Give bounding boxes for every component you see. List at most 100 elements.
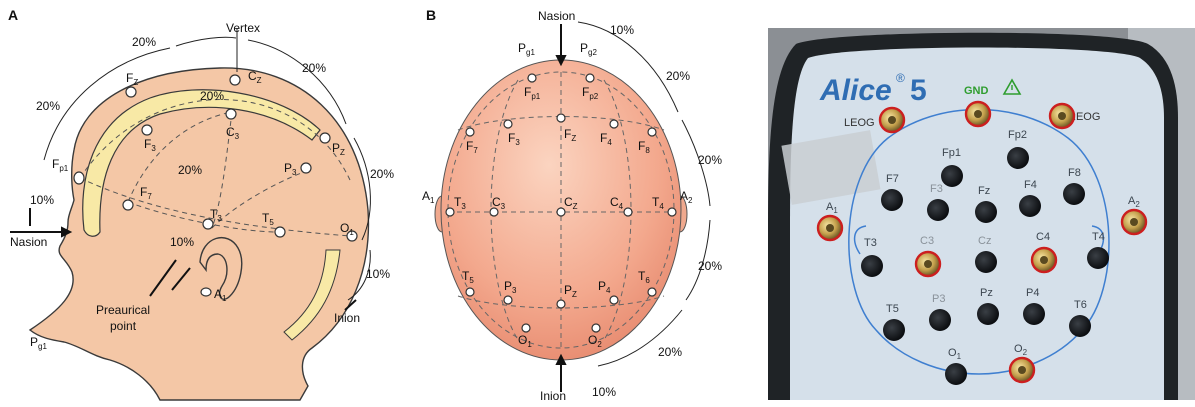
jack-a2[interactable] bbox=[1122, 210, 1146, 234]
label-t4: T4 bbox=[1092, 231, 1105, 243]
electrode-t4 bbox=[668, 208, 676, 216]
leog-label: LEOG bbox=[844, 117, 875, 129]
electrode-f7 bbox=[466, 128, 474, 136]
electrode-fz bbox=[557, 114, 565, 122]
panel-c-headbox-photo: Alice ® 5 GND LEOG REOG bbox=[768, 28, 1195, 400]
electrode-c3 bbox=[226, 109, 236, 119]
electrode-p3 bbox=[301, 163, 311, 173]
label-c4: C4 bbox=[1036, 231, 1050, 243]
panel-letter: A bbox=[8, 7, 18, 23]
jack-gnd[interactable] bbox=[966, 102, 990, 126]
pct-20-center: 20% bbox=[200, 89, 224, 103]
pct-20-lower: 20% bbox=[658, 345, 682, 359]
jack-a1[interactable] bbox=[818, 216, 842, 240]
electrode-fz bbox=[126, 87, 136, 97]
nasion-label: Nasion bbox=[10, 235, 47, 249]
vertex-label: Vertex bbox=[226, 21, 260, 35]
jack-f4[interactable] bbox=[1019, 195, 1041, 217]
label-p3: P3 bbox=[932, 293, 945, 305]
pct-10-inion: 10% bbox=[366, 267, 390, 281]
brand-logo: Alice ® 5 bbox=[819, 71, 927, 107]
jack-f7[interactable] bbox=[881, 189, 903, 211]
pct-10-ear: 10% bbox=[170, 235, 194, 249]
jack-t4[interactable] bbox=[1087, 247, 1109, 269]
label-p4: P4 bbox=[1026, 287, 1039, 299]
jack-f3[interactable] bbox=[927, 199, 949, 221]
electrode-fp2 bbox=[586, 74, 594, 82]
label-fp2: Fp2 bbox=[1008, 129, 1027, 141]
label-f7: F7 bbox=[886, 173, 899, 185]
alice5-headbox: Alice ® 5 GND LEOG REOG bbox=[768, 28, 1195, 400]
jack-pz[interactable] bbox=[977, 303, 999, 325]
preauricular-label-2: point bbox=[110, 319, 137, 333]
jack-t5[interactable] bbox=[883, 319, 905, 341]
label-t5: T5 bbox=[886, 303, 899, 315]
pct-20-mid-lower: 20% bbox=[698, 259, 722, 273]
pct-10-top: 10% bbox=[610, 23, 634, 37]
pct-10-nasion: 10% bbox=[30, 193, 54, 207]
electrode-f3 bbox=[504, 120, 512, 128]
pct-20-mid: 20% bbox=[178, 163, 202, 177]
electrode-cz bbox=[557, 208, 565, 216]
jack-f8[interactable] bbox=[1063, 183, 1085, 205]
pct-20-upper: 20% bbox=[666, 69, 690, 83]
jack-c4[interactable] bbox=[1032, 248, 1056, 272]
label-fp1: Fp1 bbox=[52, 157, 69, 173]
nasion-label: Nasion bbox=[538, 9, 575, 23]
jack-fp2[interactable] bbox=[1007, 147, 1029, 169]
electrode-f8 bbox=[648, 128, 656, 136]
inion-label: Inion bbox=[540, 389, 566, 403]
panel-b-top-view: B Nasion Inion 10% 20% 20% 20% 20% 10% P… bbox=[418, 0, 758, 407]
panel-a-lateral-view: A Vertex Nasion Inion Preaurical point 2… bbox=[0, 0, 395, 407]
label-fz: Fz bbox=[978, 185, 990, 197]
electrode-f3 bbox=[142, 125, 152, 135]
electrode-fp1 bbox=[74, 172, 84, 184]
jack-o1[interactable] bbox=[945, 363, 967, 385]
label-fz: FZ bbox=[126, 71, 138, 87]
panel-letter: B bbox=[426, 7, 436, 23]
jack-o2[interactable] bbox=[1010, 358, 1034, 382]
label-f8: F8 bbox=[1068, 167, 1081, 179]
pct-20-right: 20% bbox=[370, 167, 394, 181]
electrode-o2 bbox=[592, 324, 600, 332]
electrode-t5 bbox=[275, 227, 285, 237]
electrode-c4 bbox=[624, 208, 632, 216]
jack-cz[interactable] bbox=[975, 251, 997, 273]
pct-10-bottom: 10% bbox=[592, 385, 616, 399]
jack-p4[interactable] bbox=[1023, 303, 1045, 325]
label-fp1: Fp1 bbox=[942, 147, 961, 159]
electrode-c3 bbox=[490, 208, 498, 216]
pct-20-top: 20% bbox=[132, 35, 156, 49]
label-pz: Pz bbox=[980, 287, 993, 299]
electrode-cz bbox=[230, 75, 240, 85]
label-f4: F4 bbox=[1024, 179, 1037, 191]
jack-fz[interactable] bbox=[975, 201, 997, 223]
brand-reg: ® bbox=[896, 71, 905, 85]
electrode-f7 bbox=[123, 200, 133, 210]
jack-reog[interactable] bbox=[1050, 104, 1074, 128]
top-head-diagram: B Nasion Inion 10% 20% 20% 20% 20% 10% P… bbox=[418, 0, 758, 407]
jack-t3[interactable] bbox=[861, 255, 883, 277]
electrode-fp1 bbox=[528, 74, 536, 82]
jack-t6[interactable] bbox=[1069, 315, 1091, 337]
electrode-f4 bbox=[610, 120, 618, 128]
label-t3: T3 bbox=[864, 237, 877, 249]
electrode-t6 bbox=[648, 288, 656, 296]
jack-fp1[interactable] bbox=[941, 165, 963, 187]
label-cz: Cz bbox=[978, 235, 991, 247]
head-silhouette bbox=[30, 68, 368, 400]
pct-20-upper-right: 20% bbox=[302, 61, 326, 75]
jack-c3[interactable] bbox=[916, 252, 940, 276]
jack-p3[interactable] bbox=[929, 309, 951, 331]
label-c3: C3 bbox=[920, 235, 934, 247]
electrode-pz bbox=[557, 300, 565, 308]
label-pg2: Pg2 bbox=[580, 41, 597, 57]
brand-name: Alice bbox=[819, 74, 892, 107]
jack-leog[interactable] bbox=[880, 108, 904, 132]
pct-20-left: 20% bbox=[36, 99, 60, 113]
inion-label: Inion bbox=[334, 311, 360, 325]
electrode-o1 bbox=[522, 324, 530, 332]
label-f3: F3 bbox=[930, 183, 943, 195]
lateral-head-diagram: A Vertex Nasion Inion Preaurical point 2… bbox=[0, 0, 395, 407]
label-a2: A2 bbox=[680, 189, 693, 205]
